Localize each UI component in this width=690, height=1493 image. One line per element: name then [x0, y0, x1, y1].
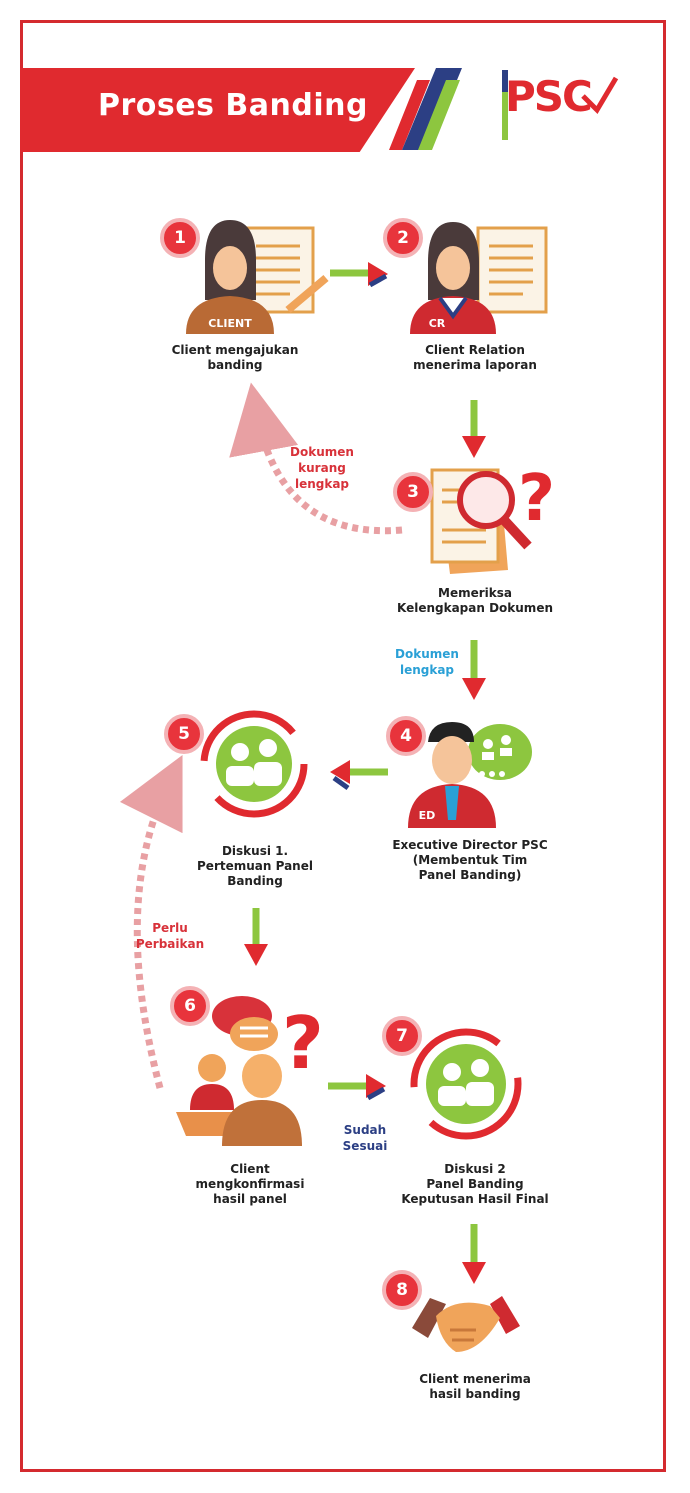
step-3-illustration: ?	[430, 462, 555, 574]
arrow-5-to-6	[244, 908, 268, 966]
psc-logo-text: PSC	[505, 72, 593, 121]
step-7-illustration	[410, 1028, 522, 1140]
arrow-2-to-3	[462, 400, 486, 458]
step-1-illustration	[186, 220, 329, 334]
page-title: Proses Banding	[98, 88, 368, 123]
arrow-1-to-2	[330, 262, 388, 288]
ed-badge: ED	[418, 809, 436, 822]
svg-text:?: ?	[518, 462, 555, 536]
arrow-4-to-5	[330, 760, 388, 791]
poster-frame	[20, 20, 666, 1472]
banner-stripes-icon	[389, 68, 462, 150]
step-7-number: 7	[382, 1016, 422, 1056]
arrow-3-back-to-1	[229, 382, 403, 535]
arrow-6-back-to-5	[119, 754, 183, 1089]
step-6-number: 6	[170, 986, 210, 1026]
step-8-illustration	[412, 1296, 520, 1352]
step-5-illustration	[200, 710, 308, 818]
step-2-number: 2	[383, 218, 423, 258]
title-banner	[20, 68, 415, 152]
client-badge: CLIENT	[208, 317, 252, 330]
arrow-7-to-8	[462, 1224, 486, 1284]
step-8-number: 8	[382, 1270, 422, 1310]
step-3-number: 3	[393, 472, 433, 512]
step-5-number: 5	[164, 714, 204, 754]
step-4-number: 4	[386, 716, 426, 756]
step-2-illustration	[410, 222, 548, 334]
step-4-illustration	[408, 722, 532, 828]
step-6-illustration: ?	[176, 996, 324, 1146]
arrow-6-to-7	[328, 1074, 386, 1101]
arrow-3-to-4	[462, 640, 486, 700]
psc-logo-icon	[502, 70, 619, 140]
cr-badge: CR	[428, 317, 446, 330]
step-1-number: 1	[160, 218, 200, 258]
svg-text:?: ?	[282, 1001, 324, 1085]
